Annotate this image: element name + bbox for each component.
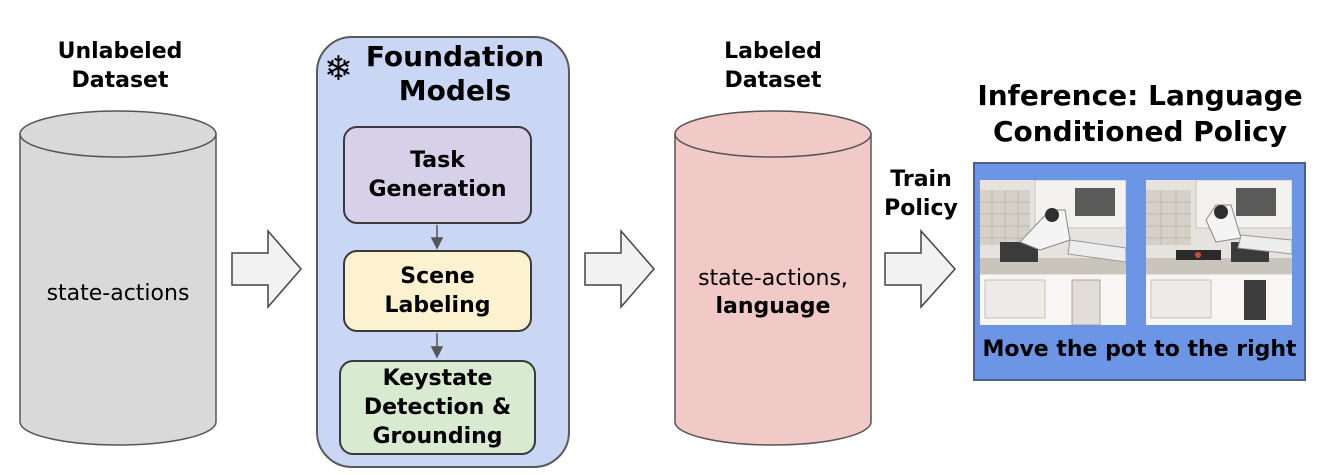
robot-photo-after	[1146, 180, 1292, 325]
arrow-to-inference	[884, 229, 957, 309]
scene-labeling-box: Scene Labeling	[343, 250, 532, 332]
robot-photo-before	[980, 180, 1126, 325]
train-policy-label: Train Policy	[884, 167, 958, 221]
unlabeled-dataset-title: Unlabeled Dataset	[57, 39, 183, 93]
keystate-detection-box: Keystate Detection & Grounding	[339, 360, 536, 455]
task-generation-box: Task Generation	[343, 126, 532, 224]
labeled-cylinder	[674, 110, 872, 446]
arrow-to-foundation	[231, 228, 302, 310]
snowflake-icon: ❄	[324, 49, 353, 89]
arrow-to-labeled	[584, 228, 655, 310]
labeled-content-line2: language	[715, 294, 831, 319]
unlabeled-content: state-actions	[46, 281, 190, 306]
foundation-models-title: Foundation Models	[365, 40, 545, 107]
inference-caption: Move the pot to the right	[982, 337, 1297, 362]
inference-title: Inference: Language Conditioned Policy	[977, 79, 1303, 148]
labeled-content-line1: state-actions,	[698, 266, 848, 291]
labeled-dataset-title: Labeled Dataset	[724, 39, 822, 93]
unlabeled-cylinder	[19, 110, 217, 446]
